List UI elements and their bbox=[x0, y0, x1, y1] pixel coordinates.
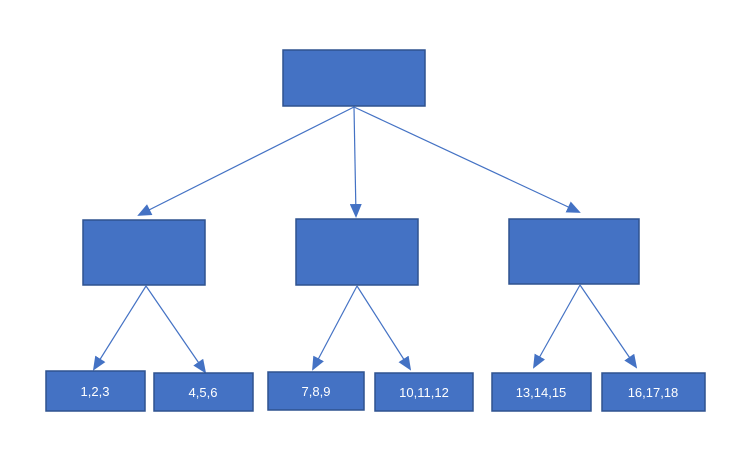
edge-mid-right-to-leaf-6 bbox=[579, 284, 638, 369]
node-leaf-4-label: 10,11,12 bbox=[399, 385, 449, 400]
edge-mid-left-to-leaf-1 bbox=[92, 285, 147, 371]
node-mid-center bbox=[295, 218, 419, 286]
edge-mid-right-to-leaf-5 bbox=[533, 284, 581, 369]
node-leaf-3: 7,8,9 bbox=[267, 371, 365, 411]
edge-root-to-mid-right bbox=[353, 106, 581, 213]
node-leaf-2-label: 4,5,6 bbox=[189, 385, 218, 400]
node-leaf-2: 4,5,6 bbox=[153, 372, 254, 412]
edge-mid-center-to-leaf-4 bbox=[356, 285, 412, 371]
node-leaf-6-label: 16,17,18 bbox=[628, 385, 679, 400]
node-leaf-1: 1,2,3 bbox=[45, 370, 146, 412]
node-root bbox=[282, 49, 426, 107]
node-mid-left bbox=[82, 219, 206, 286]
node-leaf-4: 10,11,12 bbox=[374, 372, 474, 412]
node-leaf-5: 13,14,15 bbox=[491, 372, 592, 412]
edge-mid-center-to-leaf-3 bbox=[312, 285, 358, 371]
node-leaf-1-label: 1,2,3 bbox=[81, 384, 110, 399]
node-leaf-3-label: 7,8,9 bbox=[302, 384, 331, 399]
edge-root-to-mid-left bbox=[137, 106, 355, 216]
node-leaf-6: 16,17,18 bbox=[601, 372, 706, 412]
edge-root-to-mid-center bbox=[349, 106, 362, 218]
edge-mid-left-to-leaf-2 bbox=[145, 285, 207, 374]
node-leaf-5-label: 13,14,15 bbox=[516, 385, 567, 400]
node-mid-right bbox=[508, 218, 640, 285]
